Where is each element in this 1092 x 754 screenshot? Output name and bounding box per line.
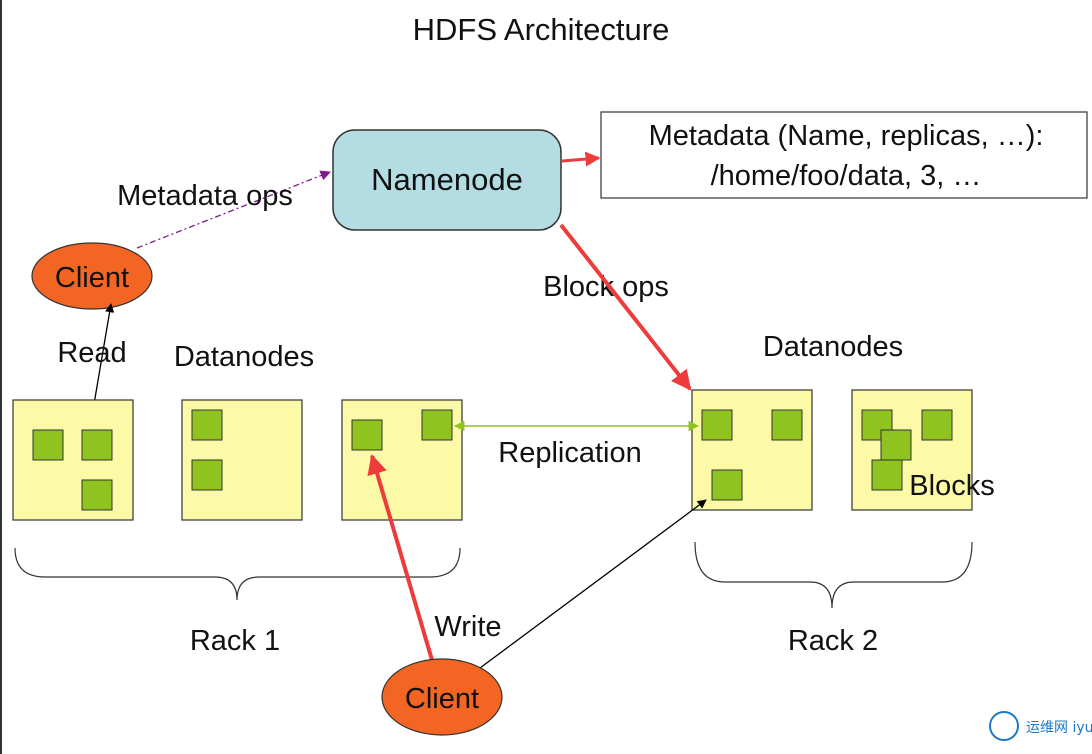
datanode-box: [12, 399, 134, 521]
rack1-datanode-3: [341, 399, 463, 521]
blocks-label: Blocks: [909, 470, 994, 502]
client-bottom-ellipse: [381, 658, 503, 736]
datanode-box: [691, 389, 813, 511]
namenode-label: Namenode: [371, 162, 523, 197]
metadata-box: Metadata (Name, replicas, …): /home/foo/…: [600, 111, 1088, 199]
rack1-datanode-2: [181, 399, 303, 521]
replication-label: Replication: [498, 437, 641, 469]
read-label: Read: [57, 337, 126, 369]
client-top-ellipse: [31, 242, 153, 310]
diagram-title: HDFS Architecture: [413, 12, 670, 47]
rack2-datanode-1: [691, 389, 813, 511]
rack2-datanode-2: Blocks: [851, 389, 995, 511]
metadata-ops-arrow: [136, 170, 331, 249]
block: [32, 429, 64, 461]
watermark: 运维网 iyunv.com: [989, 711, 1092, 741]
client-bottom: Client: [381, 658, 503, 736]
write-arrow-rack2: [479, 499, 707, 669]
block: [771, 409, 803, 441]
write-arrow-rack1: [367, 454, 434, 661]
metadata-ops-label: Metadata ops: [117, 180, 293, 212]
block: [191, 409, 223, 441]
block-ops-label: Block ops: [543, 271, 669, 303]
block-ops-arrow: [559, 223, 692, 391]
namenode: Namenode: [332, 129, 562, 231]
rack2-label: Rack 2: [788, 625, 878, 657]
datanodes-left-label: Datanodes: [174, 341, 314, 373]
rack2-brace: [694, 541, 973, 609]
block: [81, 479, 113, 511]
block: [81, 429, 113, 461]
rack1-datanode-1: [12, 399, 134, 521]
client-top-label: Client: [55, 262, 129, 294]
datanodes-right-label: Datanodes: [763, 331, 903, 363]
namenode-box: [332, 129, 562, 231]
block: [701, 409, 733, 441]
block: [921, 409, 953, 441]
rack1-brace: [14, 547, 461, 601]
block: [351, 419, 383, 451]
namenode-to-metadata-arrow: [561, 151, 601, 167]
write-label: Write: [434, 611, 501, 643]
metadata-line-1: Metadata (Name, replicas, …):: [649, 120, 1044, 152]
block: [880, 429, 912, 461]
read-arrow: [92, 303, 115, 411]
watermark-text: 运维网 iyunv.com: [1026, 720, 1092, 736]
block: [711, 469, 743, 501]
block: [191, 459, 223, 491]
rack1-label: Rack 1: [190, 625, 280, 657]
client-top: Client: [31, 242, 153, 310]
block: [421, 409, 453, 441]
metadata-line-2: /home/foo/data, 3, …: [711, 160, 982, 192]
watermark-logo-icon: [989, 711, 1019, 741]
metadata-rect: [600, 111, 1088, 199]
client-bottom-label: Client: [405, 683, 479, 715]
block: [871, 459, 903, 491]
